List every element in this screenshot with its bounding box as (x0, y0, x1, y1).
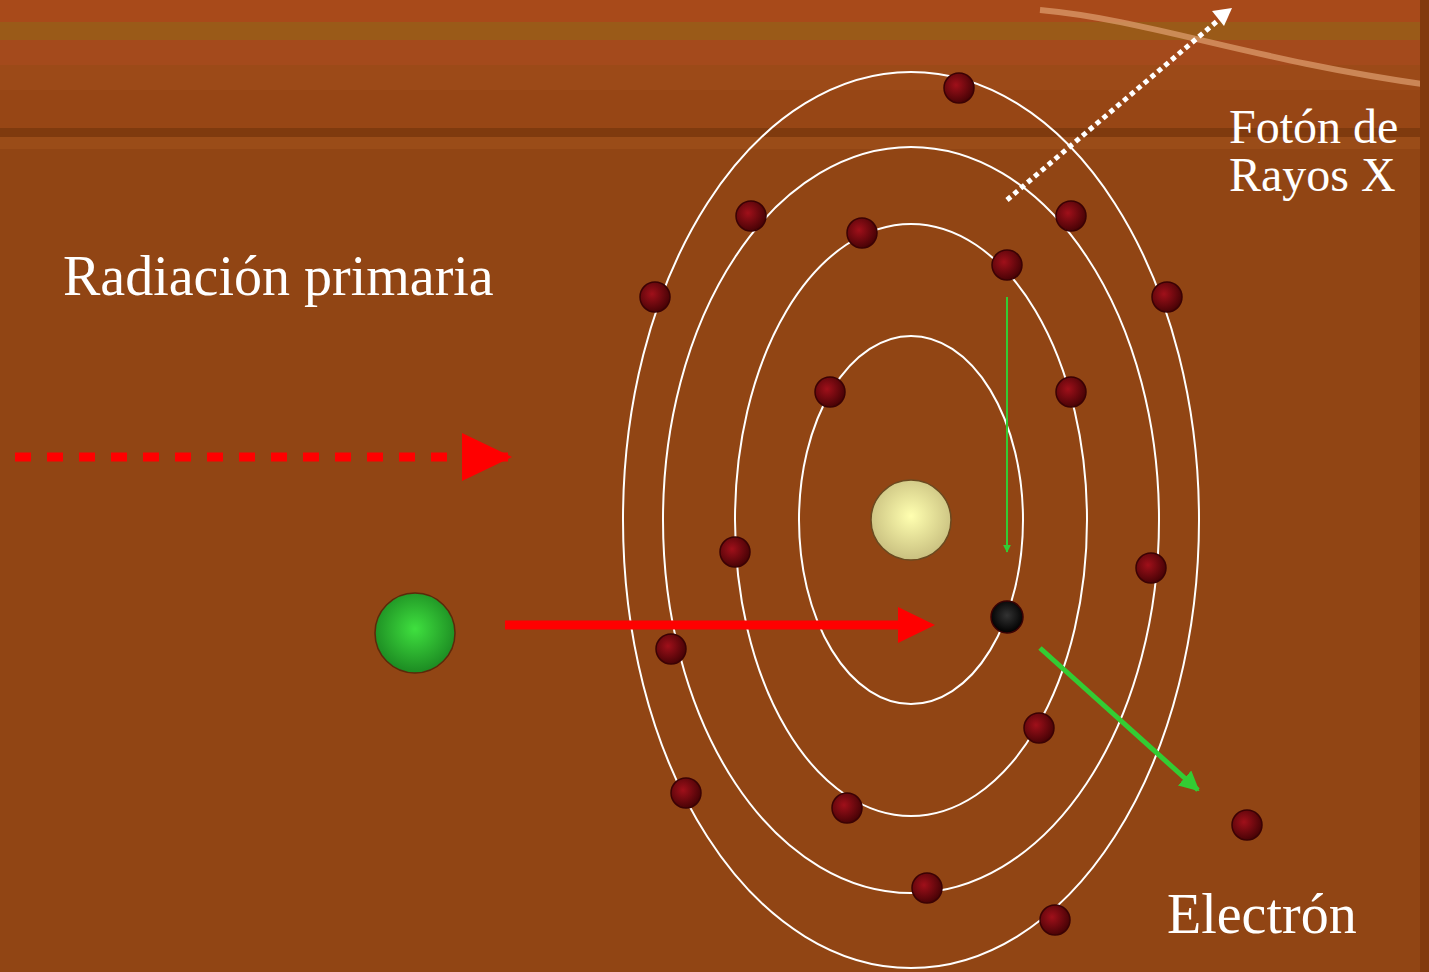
orbits (623, 72, 1199, 968)
nucleus (871, 480, 951, 560)
particle-arrow (505, 621, 900, 630)
primary-radiation-head (462, 433, 512, 481)
primary-radiation-arrow (15, 453, 508, 462)
electron-label: Electrón (1167, 886, 1417, 942)
primary-radiation-label: Radiación primaria (63, 248, 623, 304)
xray-photon-head (1212, 8, 1232, 26)
particle-head (898, 607, 935, 643)
ejected-electron-arrow (1040, 648, 1198, 790)
incident-particle (375, 593, 455, 673)
xray-photon-arrow (1007, 17, 1222, 200)
vacancy (991, 601, 1023, 633)
xray-photon-label: Fotón de Rayos X (1229, 103, 1424, 199)
transition-arrow (1006, 297, 1008, 552)
electrons (640, 73, 1262, 935)
